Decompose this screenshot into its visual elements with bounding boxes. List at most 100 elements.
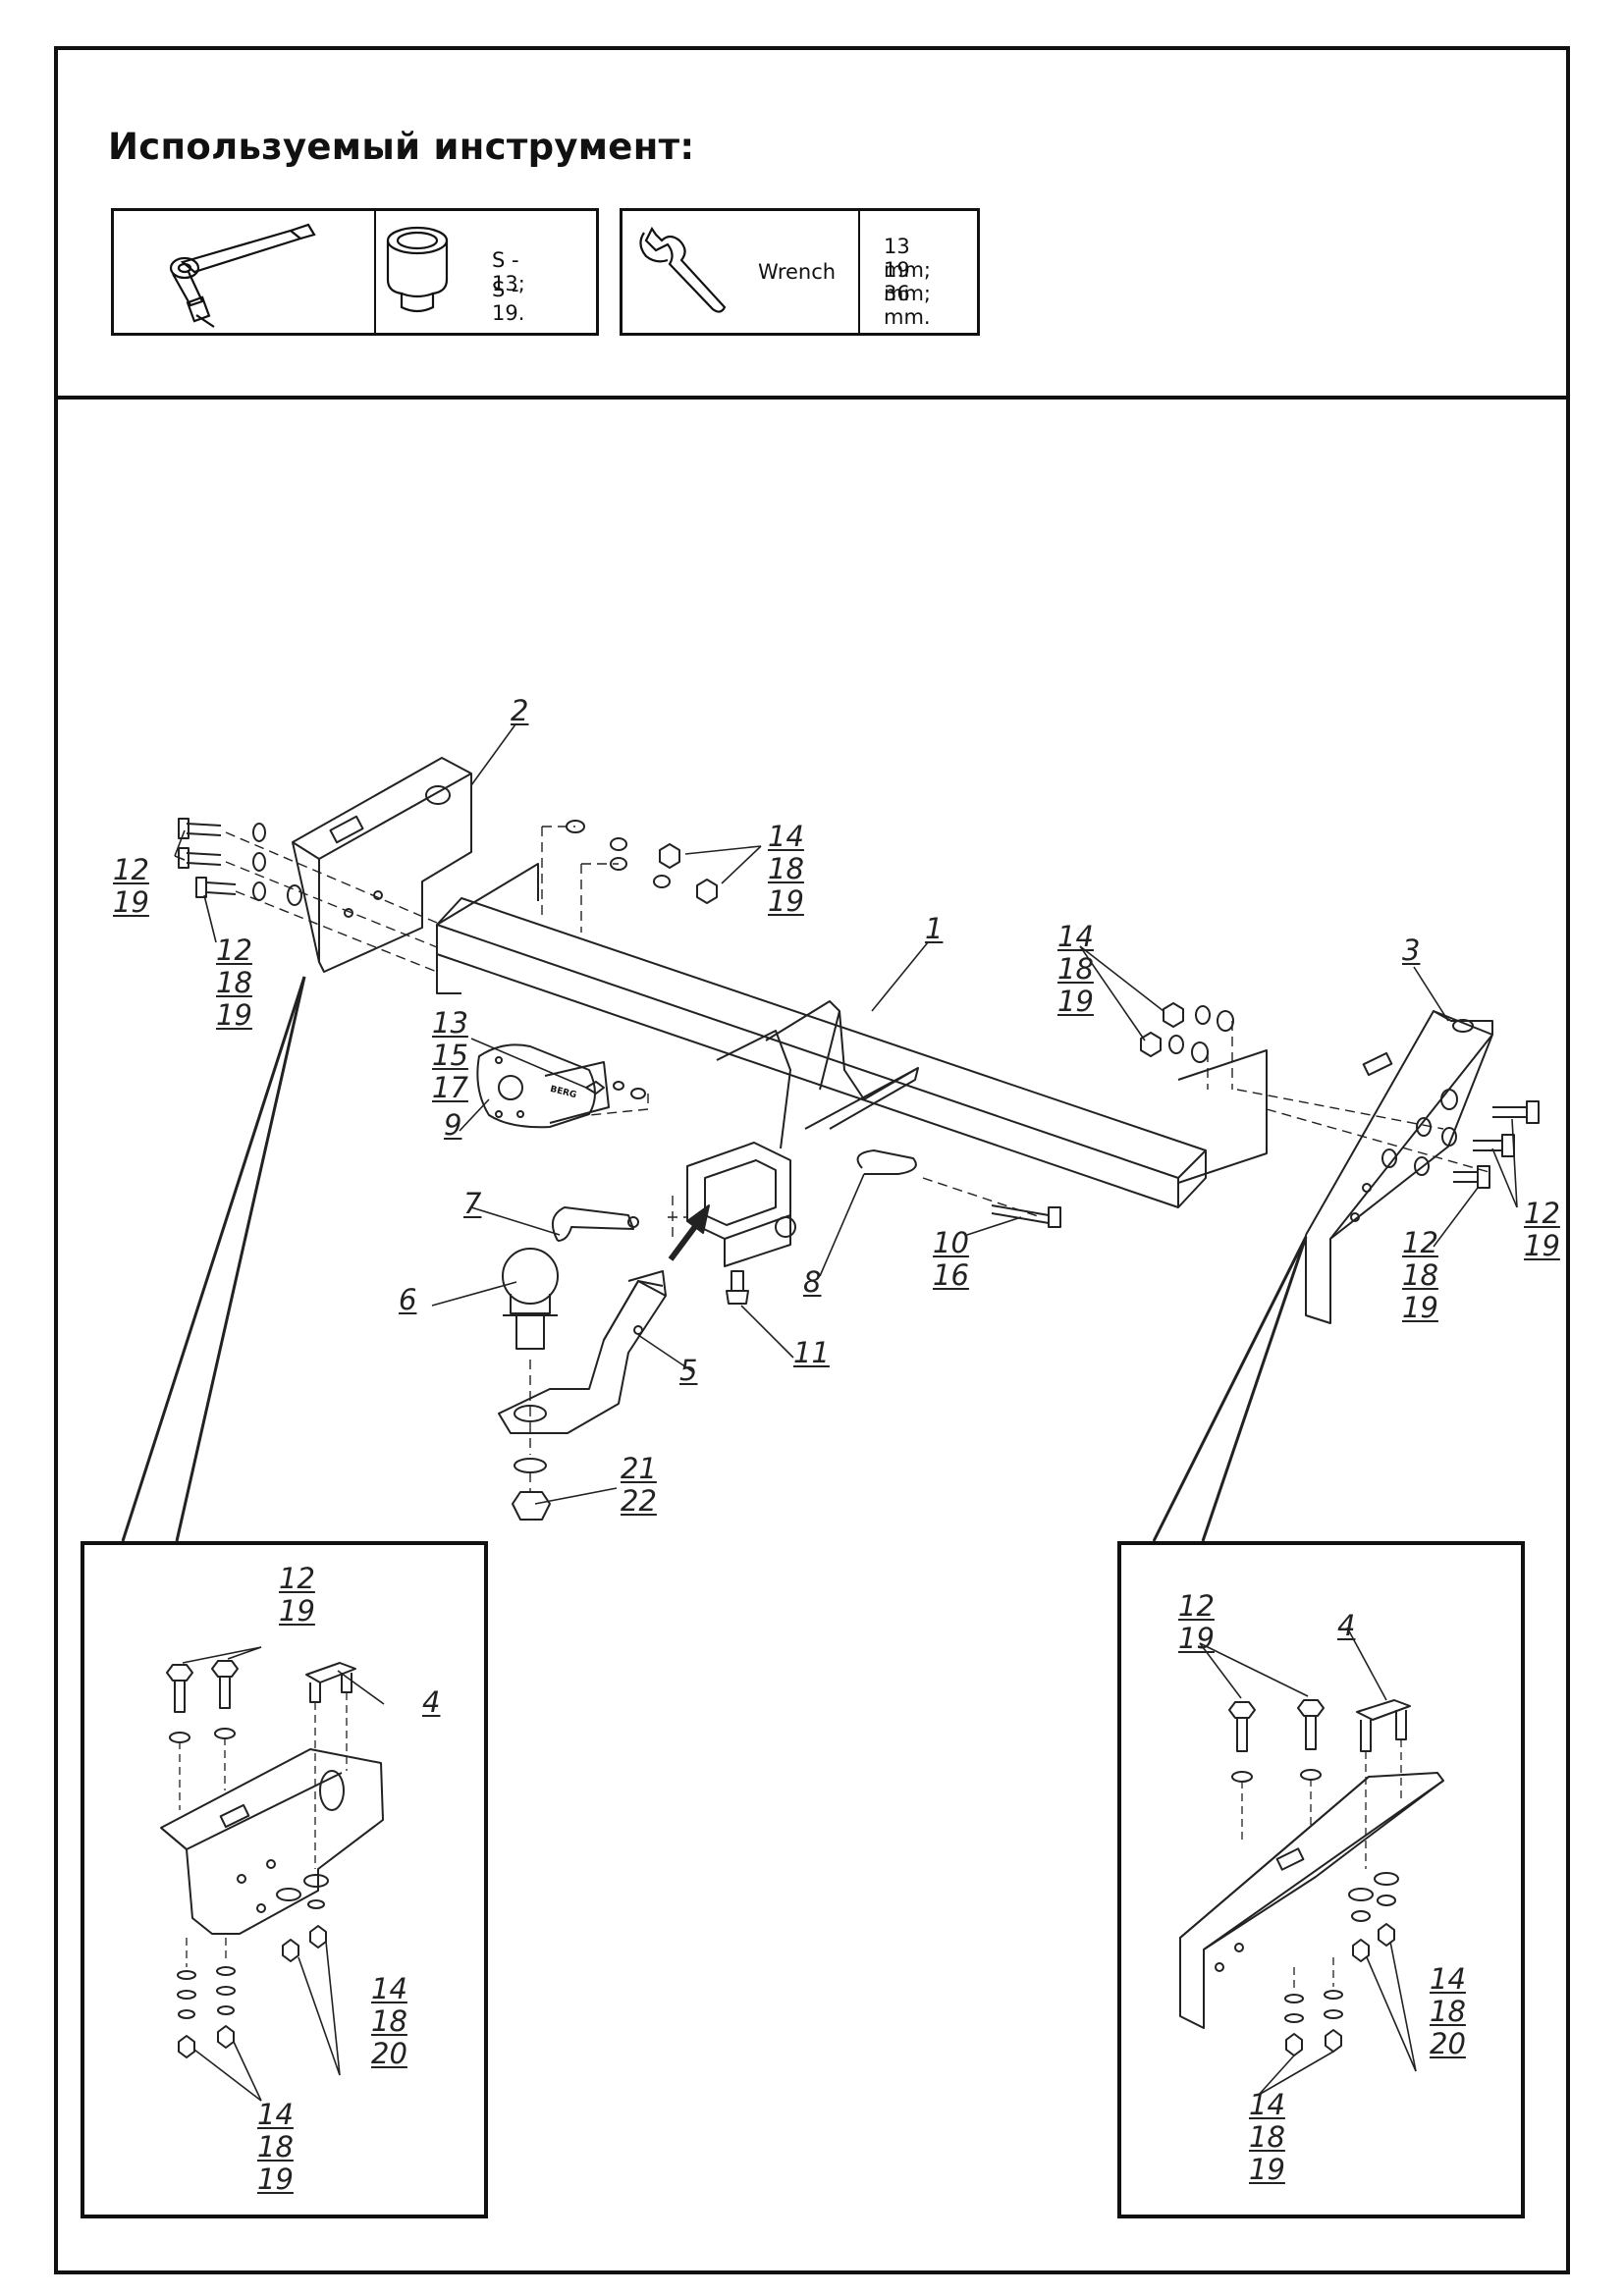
assembly-lines [225,826,1493,1492]
ball-nut-part [512,1458,551,1521]
left-detail-inset [81,1541,488,2218]
ratchet-icon [169,223,316,328]
callout-7-label: 7 [463,1187,482,1220]
left-inset-drawing [160,1646,385,2102]
crossbar-part [436,863,1268,1208]
callout-14-label: 14 [257,2098,294,2131]
header-divider [54,396,1570,400]
inset-right-callout-4: 4 [1337,1610,1355,1642]
callout-18-label: 18 [257,2130,294,2163]
callout-18-label: 18 [1430,1995,1466,2028]
callout-18-label: 18 [1402,1258,1438,1292]
callout-5-label: 5 [679,1354,698,1387]
callout-11-label: 11 [793,1336,830,1369]
callout-14-label: 14 [371,1972,407,2005]
callout-6-label: 6 [399,1283,417,1316]
callout-2: 2 [511,695,528,727]
callout-21-22: 21 22 [621,1453,657,1518]
callout-12-label: 12 [113,853,149,886]
callout-14-label: 14 [1249,2088,1285,2121]
inset-left-callout-14-18-20: 14 18 20 [371,1973,407,2070]
wrench-label: Wrench [758,260,837,284]
right-nut-set [1140,1002,1234,1063]
page-frame [54,46,1570,2274]
callout-13-15-17: 13 15 17 [432,1007,468,1104]
callout-18-label: 18 [216,966,252,999]
callout-17-label: 17 [432,1071,468,1104]
callout-18-label: 18 [1249,2120,1285,2154]
socket-cell: S - 13; S - 19. [374,211,525,333]
callout-7: 7 [463,1188,481,1220]
callout-12-label: 12 [1178,1589,1215,1623]
callout-11: 11 [793,1337,830,1369]
callout-6: 6 [399,1284,416,1316]
right-inset-drawing [1179,1627,1444,2096]
callout-19-label: 19 [216,998,252,1032]
clip-part [856,1149,917,1175]
socket-plate-part [476,1043,610,1129]
callout-4-label: 4 [1337,1609,1356,1642]
wrench-size-19: 19 mm; [884,258,931,305]
callout-2-label: 2 [511,694,529,727]
callout-9: 9 [444,1109,461,1142]
callout-22-label: 22 [621,1484,657,1518]
inset-left-callout-12-19: 12 19 [279,1563,315,1628]
callout-3: 3 [1402,934,1420,967]
callout-3-label: 3 [1402,934,1421,967]
wrench-icon [639,226,727,313]
callout-1-label: 1 [925,912,944,945]
callout-5: 5 [679,1355,697,1387]
callout-1: 1 [925,913,943,945]
callout-14-18-19-top: 14 18 19 [768,821,804,918]
callout-13-label: 13 [432,1006,468,1040]
tow-ball-part [502,1248,559,1350]
callout-14-label: 14 [768,820,804,853]
callout-16-label: 16 [933,1258,969,1292]
wrench-sizes-cell: 13 mm; 19 mm; 36 mm. [858,211,931,333]
callout-19-label: 19 [279,1594,315,1628]
callout-19-label: 19 [1402,1291,1438,1324]
callout-14-label: 14 [1057,920,1094,953]
socket-size-19: S - 19. [492,278,525,325]
plate-hardware [585,1081,646,1099]
callout-9-label: 9 [444,1108,462,1142]
callout-8-label: 8 [803,1265,822,1299]
socket-size-13: S - 13; [492,248,525,295]
callout-12-label: 12 [279,1562,315,1595]
callout-19-label: 19 [768,884,804,918]
callout-14-label: 14 [1430,1962,1466,1996]
callout-19-label: 19 [1524,1229,1560,1262]
insert-arrow [668,1204,710,1261]
inset-right-callout-12-19: 12 19 [1178,1590,1215,1655]
left-bracket-part [292,757,472,973]
inset-right-callout-14-18-19: 14 18 19 [1249,2089,1285,2186]
callout-14-18-19-mid: 14 18 19 [1057,921,1094,1018]
callout-8: 8 [803,1266,821,1299]
tool-box-wrench: Wrench 13 mm; 19 mm; 36 mm. [620,208,980,336]
top-nut-set [566,820,718,904]
callout-19-label: 19 [1178,1622,1215,1655]
callout-leaders [174,723,1518,1505]
callout-12-18-19-right: 12 18 19 [1402,1227,1438,1324]
callout-12-label: 12 [216,934,252,967]
receiver-mount-part [686,1000,919,1267]
callout-12-18-19-left: 12 18 19 [216,934,252,1032]
callout-15-label: 15 [432,1039,468,1072]
hitch-pin-part [551,1206,639,1242]
callout-19-label: 19 [113,885,149,919]
inset-left-callout-14-18-19: 14 18 19 [257,2099,294,2196]
callout-10-label: 10 [933,1226,969,1259]
wrench-size-36: 36 mm. [884,282,931,329]
left-bolt-set [178,818,302,906]
callout-12-19-left: 12 19 [113,854,149,919]
callout-12-label: 12 [1524,1197,1560,1230]
callout-12-19-right: 12 19 [1524,1198,1560,1262]
callout-18-label: 18 [371,2004,407,2038]
right-detail-inset [1117,1541,1525,2218]
wrench-size-13: 13 mm; [884,235,931,282]
callout-19-label: 19 [257,2163,294,2196]
callout-19-label: 19 [1057,985,1094,1018]
tool-box-socket: S - 13; S - 19. [111,208,599,336]
callout-10-16: 10 16 [933,1227,969,1292]
